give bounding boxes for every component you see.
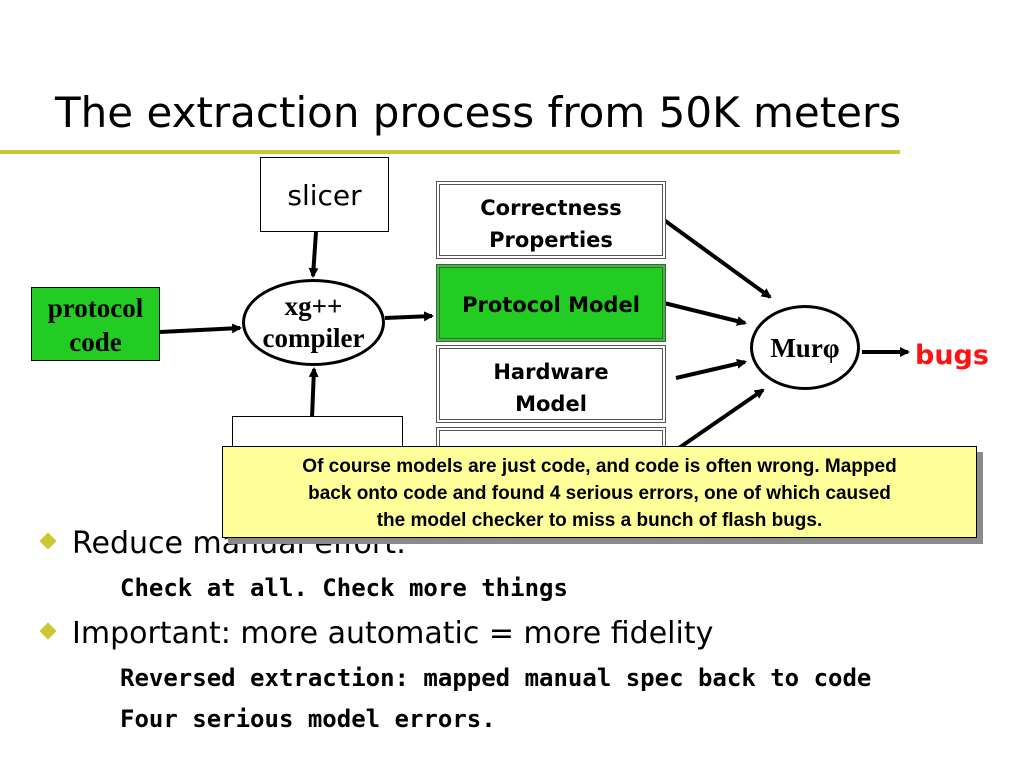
compiler-line-1: xg++: [284, 291, 343, 321]
hardware-line-2: Model: [515, 392, 587, 416]
bullet-2-sub-2: Four serious model errors.: [120, 705, 496, 733]
slicer-box: slicer: [260, 157, 389, 232]
murphi-checker-node: Murφ: [750, 305, 860, 390]
protocol-code-line-2: code: [69, 327, 122, 357]
slide-title: The extraction process from 50K meters: [55, 88, 902, 137]
callout-note: Of course models are just code, and code…: [222, 446, 977, 538]
correctness-properties-box: Correctness Properties: [436, 181, 666, 259]
diamond-bullet-icon: [39, 532, 57, 550]
arrow-code-to-compiler: [159, 323, 242, 334]
bugs-label: bugs: [915, 340, 989, 371]
callout-line-1: Of course models are just code, and code…: [302, 456, 897, 477]
compiler-node: xg++ compiler: [242, 279, 385, 366]
properties-line-1: Correctness: [480, 196, 622, 220]
protocol-code-box: protocol code: [31, 287, 160, 361]
arrow-template-to-compiler: [308, 367, 319, 419]
arrow-properties-to-checker: [662, 218, 772, 299]
compiler-line-2: compiler: [262, 323, 365, 353]
hardware-model-box: Hardware Model: [436, 345, 666, 423]
title-underline: [0, 150, 900, 154]
properties-line-2: Properties: [489, 228, 613, 252]
callout-line-2: back onto code and found 4 serious error…: [308, 483, 891, 504]
callout-line-3: the model checker to miss a bunch of fla…: [376, 510, 823, 531]
hardware-line-1: Hardware: [493, 360, 609, 384]
bullet-2-sub-1: Reversed extraction: mapped manual spec …: [120, 664, 872, 692]
arrow-protocol-model-to-checker: [663, 301, 747, 326]
diamond-bullet-icon: [39, 622, 57, 640]
protocol-code-line-1: protocol: [47, 293, 144, 323]
bullet-2-text: Important: more automatic = more fidelit…: [72, 616, 714, 651]
protocol-model-box: Protocol Model: [436, 264, 666, 342]
bullet-item-2: Important: more automatic = more fidelit…: [39, 616, 714, 651]
arrow-hidden-to-checker: [674, 388, 765, 452]
arrow-compiler-to-model: [384, 311, 434, 322]
arrow-slicer-to-compiler: [308, 231, 319, 278]
arrow-hardware-model-to-checker: [675, 358, 747, 380]
bullet-1-sub-1: Check at all. Check more things: [120, 574, 568, 602]
